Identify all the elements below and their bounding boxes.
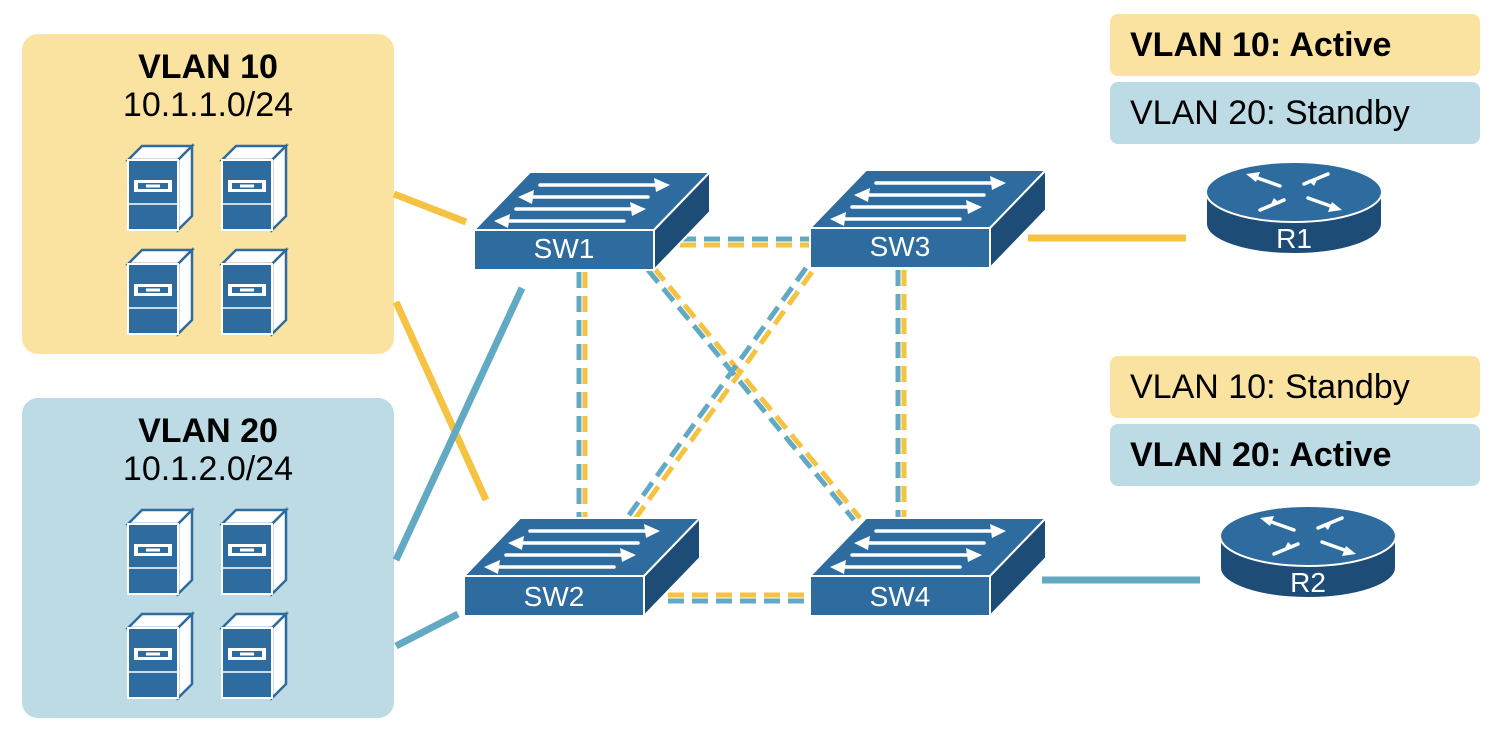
link-vlan10-sw2 xyxy=(392,300,490,502)
switch-sw2[interactable]: SW2 xyxy=(462,516,702,618)
switch-label: SW3 xyxy=(870,231,931,262)
router-r1[interactable]: R1 xyxy=(1204,160,1384,256)
server-icon xyxy=(220,508,288,596)
status-badge xyxy=(1110,424,1480,486)
status-text: VLAN 10: Standby xyxy=(1130,368,1410,406)
switch-sw1[interactable]: SW1 xyxy=(472,170,712,272)
status-badge xyxy=(1110,356,1480,418)
link-vlan20-sw2 xyxy=(394,610,460,650)
status-text: VLAN 20: Active xyxy=(1130,436,1391,474)
status-text: VLAN 10: Active xyxy=(1130,26,1391,64)
status-text: VLAN 20: Standby xyxy=(1130,94,1410,132)
server-icon xyxy=(126,508,194,596)
link-vlan10-sw1 xyxy=(392,190,468,226)
trunk-sw2-sw4 xyxy=(668,592,810,604)
vlan10-subnet: 10.1.1.0/24 xyxy=(123,86,293,124)
trunk-sw3-sw2 xyxy=(621,266,815,528)
status-badge xyxy=(1110,14,1480,76)
switch-sw4[interactable]: SW4 xyxy=(808,516,1048,618)
switch-label: SW1 xyxy=(534,233,595,264)
trunk-links xyxy=(576,236,907,604)
server-icon xyxy=(220,144,288,232)
status-badge xyxy=(1110,82,1480,144)
server-icon xyxy=(126,612,194,700)
server-icon xyxy=(220,612,288,700)
router-r2[interactable]: R2 xyxy=(1218,504,1398,600)
vlan10-title: VLAN 10 xyxy=(138,48,278,86)
access-links xyxy=(392,190,1200,650)
switch-label: SW4 xyxy=(870,581,931,612)
vlan20-subnet: 10.1.2.0/24 xyxy=(123,450,293,488)
router-label: R1 xyxy=(1276,223,1312,254)
trunk-sw1-sw2 xyxy=(576,272,588,520)
switch-label: SW2 xyxy=(524,581,585,612)
link-vlan20-sw1 xyxy=(392,286,526,562)
router-label: R2 xyxy=(1290,567,1326,598)
server-icon xyxy=(126,144,194,232)
vlan20-zone: VLAN 20 10.1.2.0/24 xyxy=(22,398,394,718)
trunk-sw3-sw4 xyxy=(895,270,907,520)
vlan20-title: VLAN 20 xyxy=(138,412,278,450)
router-r2-status: VLAN 10: Standby VLAN 20: Active xyxy=(1110,356,1480,486)
server-icon xyxy=(126,248,194,336)
trunk-sw1-sw4 xyxy=(646,266,862,522)
router-r1-status: VLAN 10: Active VLAN 20: Standby xyxy=(1110,14,1480,144)
server-icon xyxy=(220,248,288,336)
switch-sw3[interactable]: SW3 xyxy=(808,168,1048,270)
trunk-sw1-sw3 xyxy=(680,236,810,248)
vlan10-zone: VLAN 10 10.1.1.0/24 xyxy=(22,34,394,354)
